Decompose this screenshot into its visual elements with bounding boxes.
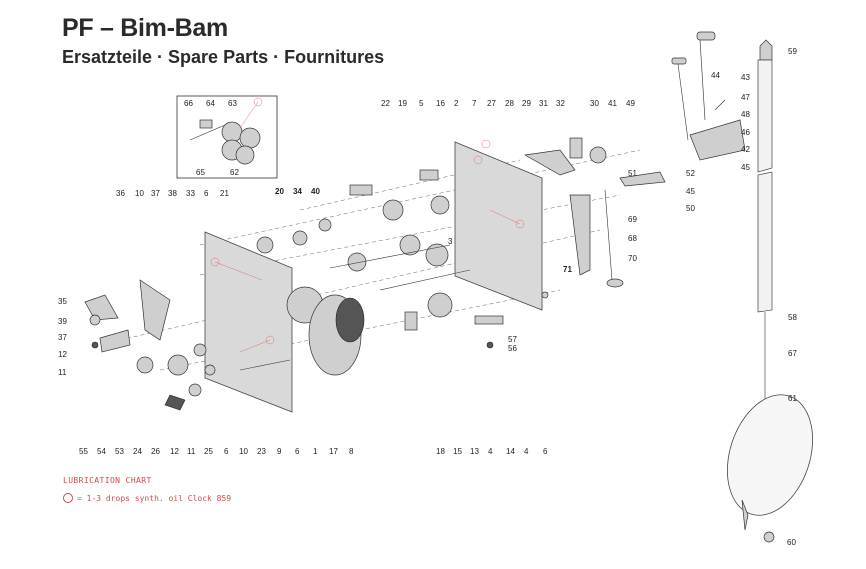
label-31: 31 <box>539 99 548 108</box>
lubrication-legend: = 1-3 drops synth. oil Clock 859 <box>63 493 231 503</box>
label-6d: 6 <box>295 447 300 456</box>
label-33: 33 <box>186 189 195 198</box>
label-30: 30 <box>590 99 599 108</box>
label-4b: 4 <box>524 447 529 456</box>
label-66: 66 <box>184 99 193 108</box>
label-9: 9 <box>277 447 282 456</box>
label-71: 71 <box>563 265 572 274</box>
label-35: 35 <box>58 297 67 306</box>
label-57: 57 <box>508 335 517 344</box>
label-34: 34 <box>293 187 302 196</box>
label-25: 25 <box>204 447 213 456</box>
label-44: 44 <box>711 71 720 80</box>
label-20: 20 <box>275 187 284 196</box>
label-23: 23 <box>257 447 266 456</box>
label-5: 5 <box>419 99 424 108</box>
label-45: 45 <box>686 187 695 196</box>
label-10c: 10 <box>239 447 248 456</box>
label-61: 61 <box>788 394 797 403</box>
label-11b: 11 <box>58 368 67 377</box>
label-69: 69 <box>628 215 637 224</box>
label-36: 36 <box>116 189 125 198</box>
label-29: 29 <box>522 99 531 108</box>
label-26: 26 <box>151 447 160 456</box>
lubrication-marks <box>210 97 525 353</box>
label-27: 27 <box>487 99 496 108</box>
label-53: 53 <box>115 447 124 456</box>
front-plate <box>204 231 293 413</box>
label-21: 21 <box>220 189 229 198</box>
inset-parts <box>189 119 261 165</box>
label-37b: 37 <box>58 333 67 342</box>
label-2: 2 <box>454 99 459 108</box>
label-62: 62 <box>230 168 239 177</box>
inset-frame <box>176 95 278 179</box>
label-1: 1 <box>313 447 318 456</box>
label-38: 38 <box>168 189 177 198</box>
part-labels: 66 64 63 65 62 22 19 5 16 2 7 27 28 29 3… <box>58 47 797 547</box>
pendulum-assembly <box>671 31 813 543</box>
label-6: 6 <box>204 189 209 198</box>
label-13: 13 <box>470 447 479 456</box>
label-15: 15 <box>453 447 462 456</box>
label-6c: 6 <box>224 447 229 456</box>
gear-train <box>136 169 471 397</box>
label-58: 58 <box>788 313 797 322</box>
label-59: 59 <box>788 47 797 56</box>
label-43: 43 <box>741 73 750 82</box>
label-3: 3 <box>448 237 453 246</box>
hammer-parts <box>84 279 186 411</box>
label-67: 67 <box>788 349 797 358</box>
label-10: 10 <box>135 189 144 198</box>
label-16: 16 <box>436 99 445 108</box>
page-title: PF – Bim-Bam <box>62 14 228 42</box>
label-50: 50 <box>686 204 695 213</box>
label-14: 14 <box>506 447 515 456</box>
label-49: 49 <box>626 99 635 108</box>
label-12b: 12 <box>58 350 67 359</box>
assembly-axes <box>119 149 641 371</box>
strike-parts <box>474 137 666 349</box>
label-47: 47 <box>741 93 750 102</box>
label-24: 24 <box>133 447 142 456</box>
label-18: 18 <box>436 447 445 456</box>
label-8: 8 <box>349 447 354 456</box>
label-68: 68 <box>628 234 637 243</box>
label-39: 39 <box>58 317 67 326</box>
label-7: 7 <box>472 99 477 108</box>
label-32: 32 <box>556 99 565 108</box>
label-54: 54 <box>97 447 106 456</box>
label-46: 46 <box>741 128 750 137</box>
label-51: 51 <box>628 169 637 178</box>
oil-circle-icon <box>63 493 73 503</box>
back-plate <box>454 141 543 311</box>
label-22: 22 <box>381 99 390 108</box>
label-4: 4 <box>488 447 493 456</box>
label-55: 55 <box>79 447 88 456</box>
label-48: 48 <box>741 110 750 119</box>
label-63: 63 <box>228 99 237 108</box>
label-41: 41 <box>608 99 617 108</box>
label-37: 37 <box>151 189 160 198</box>
label-64: 64 <box>206 99 215 108</box>
label-70: 70 <box>628 254 637 263</box>
label-45b: 45 <box>741 163 750 172</box>
label-28: 28 <box>505 99 514 108</box>
label-42: 42 <box>741 145 750 154</box>
label-65: 65 <box>196 168 205 177</box>
label-19: 19 <box>398 99 407 108</box>
label-17: 17 <box>329 447 338 456</box>
label-56: 56 <box>508 344 517 353</box>
label-40: 40 <box>311 187 320 196</box>
page-subtitle: Ersatzteile · Spare Parts · Fournitures <box>62 47 385 67</box>
label-52: 52 <box>686 169 695 178</box>
lubrication-legend-text: = 1-3 drops synth. oil Clock 859 <box>77 493 232 503</box>
label-60: 60 <box>787 538 796 547</box>
label-6e: 6 <box>543 447 548 456</box>
label-11: 11 <box>187 447 196 456</box>
label-12: 12 <box>170 447 179 456</box>
lubrication-chart-heading: LUBRICATION CHART <box>63 476 152 485</box>
